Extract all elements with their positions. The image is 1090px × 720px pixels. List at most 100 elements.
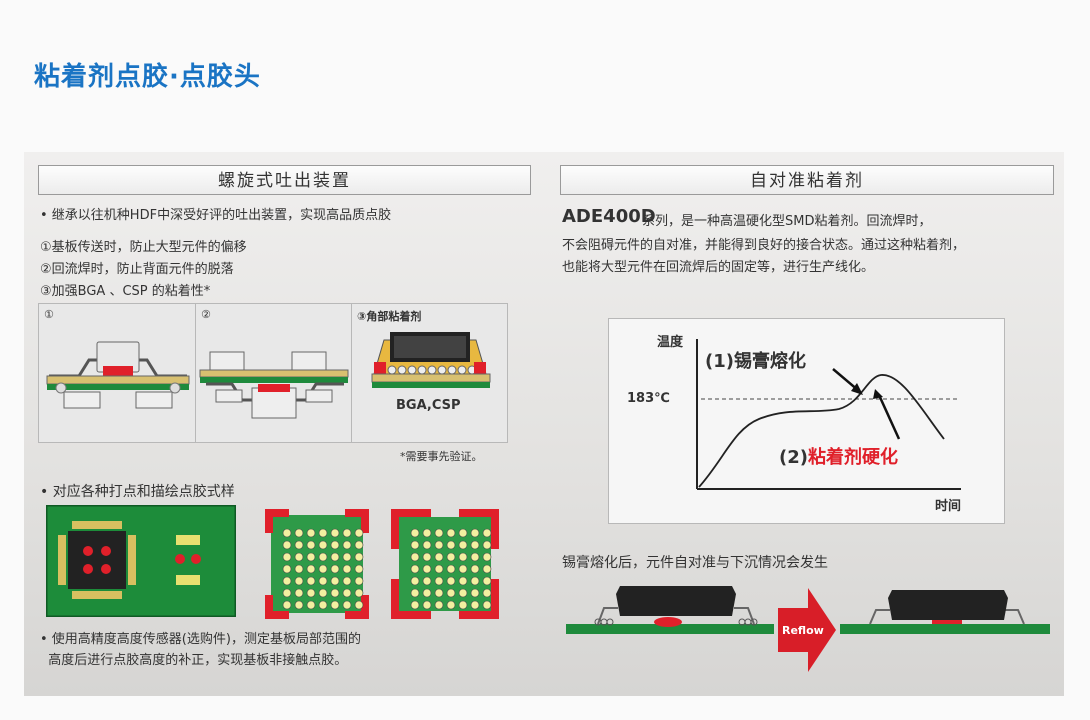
pattern-dot [342, 600, 352, 610]
pattern-dot [342, 588, 352, 598]
pattern-dot [282, 576, 292, 586]
left-intro: • 继承以往机种HDF中深受好评的吐出装置，实现高品质点胶 [40, 208, 392, 223]
pattern-dot [354, 552, 364, 562]
pattern-dot [330, 576, 340, 586]
pattern-dot [470, 600, 480, 610]
pattern-dot [294, 528, 304, 538]
left-section-heading: 螺旋式吐出装置 [38, 165, 531, 195]
pattern-dot [434, 540, 444, 550]
diagram-label-1: ① [44, 308, 54, 321]
pattern-dot [306, 564, 316, 574]
pattern-dot [306, 588, 316, 598]
pattern-dot [470, 540, 480, 550]
pattern-dot [306, 576, 316, 586]
pattern-dot [410, 588, 420, 598]
diagram-box-1: ① [38, 303, 196, 443]
temperature-profile-svg [696, 339, 961, 490]
pattern-dot [482, 588, 492, 598]
pattern-dot [306, 540, 316, 550]
pattern-dot [434, 564, 444, 574]
pattern-dot [482, 576, 492, 586]
pattern-dot [294, 540, 304, 550]
pattern-dot [306, 600, 316, 610]
pattern-dot [342, 576, 352, 586]
right-section-heading: 自对准粘着剂 [560, 165, 1054, 195]
pattern-dot [458, 564, 468, 574]
pattern-dot [282, 588, 292, 598]
pattern-dot [410, 528, 420, 538]
pattern-dot [446, 576, 456, 586]
pattern-dot [342, 540, 352, 550]
pattern-dot [422, 540, 432, 550]
pattern-dot [422, 576, 432, 586]
footnote: *需要事先验证。 [400, 450, 483, 463]
chart-label-2-prefix: (2) [779, 447, 808, 468]
left-list-item-1: ①基板传送时，防止大型元件的偏移 [40, 240, 247, 255]
pattern-dot [354, 576, 364, 586]
pattern-dot [446, 528, 456, 538]
diagram-label-2: ② [201, 308, 211, 321]
pattern-dot [434, 600, 444, 610]
pattern-dot [434, 588, 444, 598]
pattern-dot [294, 552, 304, 562]
pattern-dot [410, 552, 420, 562]
pattern-board-image [46, 505, 236, 617]
pattern-dot [318, 564, 328, 574]
pattern-dot [422, 528, 432, 538]
pattern-dot [282, 564, 292, 574]
diagram-2-svg [199, 351, 349, 419]
pattern-dot [294, 588, 304, 598]
pattern-dot [318, 528, 328, 538]
pattern-dot [482, 540, 492, 550]
pattern-dot [306, 552, 316, 562]
pattern-dot [482, 600, 492, 610]
pattern-dot [294, 564, 304, 574]
temperature-chart-box: 温度 时间 183℃ (1)锡膏熔化 (2)粘着剂硬化 [608, 318, 1005, 524]
pattern-dot [342, 552, 352, 562]
pattern-dot [354, 588, 364, 598]
page-title: 粘着剂点胶·点胶头 [34, 62, 261, 92]
pattern-dot [446, 552, 456, 562]
pattern-edge-lines-image [391, 509, 499, 619]
pattern-dot [318, 540, 328, 550]
pattern-dot [282, 600, 292, 610]
sensor-note-line-1: • 使用高精度高度传感器(选购件)，测定基板局部范围的 [40, 632, 361, 647]
pattern-dot [458, 540, 468, 550]
pattern-dot [318, 552, 328, 562]
pattern-dot [410, 600, 420, 610]
bga-csp-label: BGA,CSP [396, 398, 461, 413]
pattern-dot [446, 564, 456, 574]
chart-ylabel: 温度 [657, 335, 684, 350]
pattern-dot [294, 600, 304, 610]
pattern-dot [458, 600, 468, 610]
pattern-dot [422, 564, 432, 574]
pattern-dot [306, 528, 316, 538]
pattern-dot [410, 564, 420, 574]
chart-label-1: (1)锡膏熔化 [705, 351, 806, 372]
pattern-dot [458, 588, 468, 598]
diagram-box-2: ② [195, 303, 352, 443]
pattern-dot [422, 588, 432, 598]
pattern-dot [470, 564, 480, 574]
pattern-dot [446, 600, 456, 610]
pattern-dot [330, 528, 340, 538]
pattern-dot [458, 576, 468, 586]
product-desc-line-3: 也能将大型元件在回流焊后的固定等，进行生产线化。 [562, 260, 875, 275]
left-list-item-3: ③加强BGA 、CSP 的粘着性* [40, 284, 211, 299]
sensor-note-line-2: 高度后进行点胶高度的补正，实现基板非接触点胶。 [40, 653, 348, 668]
pattern-dot [482, 564, 492, 574]
pattern-dot [318, 588, 328, 598]
pattern-dot [470, 552, 480, 562]
pattern-dot [446, 588, 456, 598]
pattern-dot [330, 552, 340, 562]
pattern-dot [282, 528, 292, 538]
reflow-arrow-label: Reflow [782, 624, 824, 637]
pattern-dot [330, 600, 340, 610]
pattern-dot [458, 552, 468, 562]
pattern-dot [434, 576, 444, 586]
patterns-title: • 对应各种打点和描绘点胶式样 [40, 484, 235, 500]
pattern-dot [330, 540, 340, 550]
pattern-dot [446, 540, 456, 550]
product-name: ADE400D [562, 206, 656, 227]
pattern-dot [354, 540, 364, 550]
